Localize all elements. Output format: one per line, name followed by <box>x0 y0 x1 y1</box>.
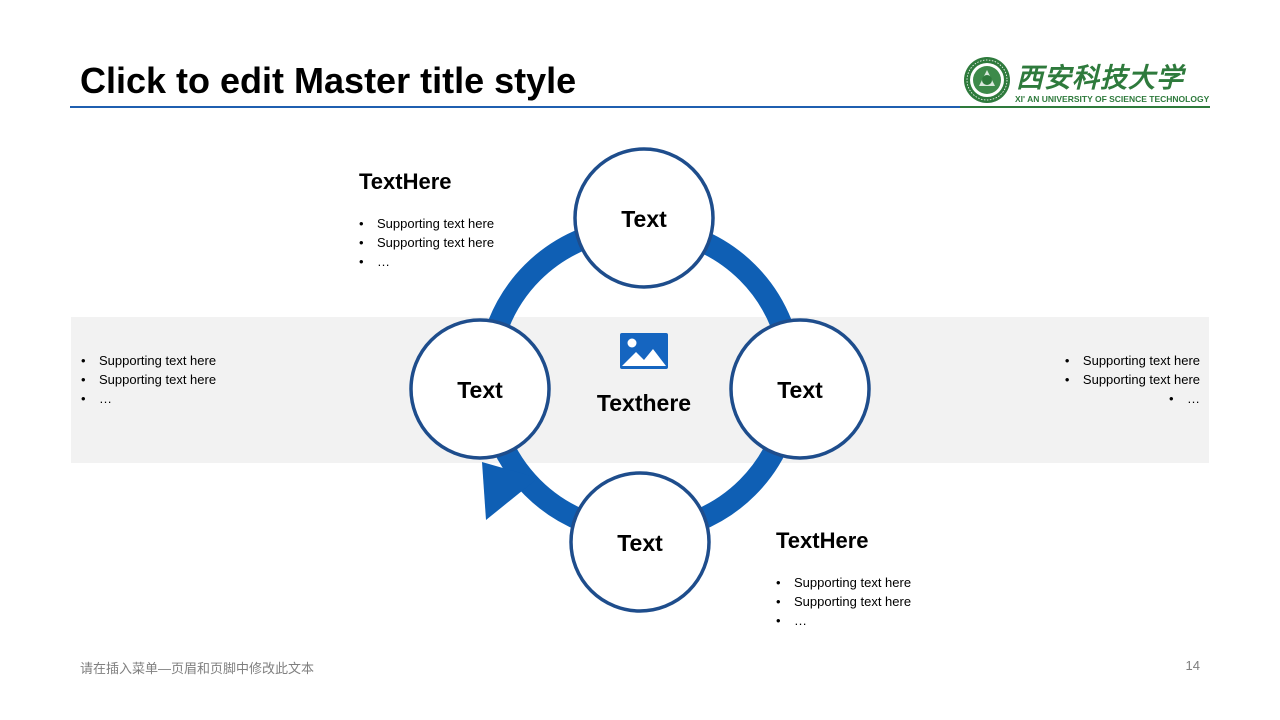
node-circle-left[interactable] <box>409 318 551 460</box>
callout-list-top-left: Supporting text here Supporting text her… <box>359 214 494 271</box>
logo-name-cn: 西安科技大学 <box>1016 63 1184 94</box>
list-item[interactable]: •Supporting text here <box>1064 353 1200 368</box>
list-item[interactable]: Supporting text here <box>776 592 911 611</box>
band-list-right: •Supporting text here •Supporting text h… <box>1040 351 1200 408</box>
node-label-left[interactable]: Text <box>457 377 503 403</box>
list-item[interactable]: … <box>359 252 494 271</box>
cycle-arrowhead <box>482 462 538 520</box>
list-item[interactable]: Supporting text here <box>359 214 494 233</box>
footer-text[interactable]: 请在插入菜单—页眉和页脚中修改此文本 <box>80 661 315 676</box>
node-label-top[interactable]: Text <box>621 206 667 232</box>
title-underline-accent <box>960 106 1210 108</box>
center-label[interactable]: Texthere <box>596 390 692 416</box>
node-circle-bottom[interactable] <box>569 471 711 613</box>
list-item[interactable]: •Supporting text here <box>1064 372 1200 387</box>
page-number: 14 <box>1185 658 1200 673</box>
university-logo: 西安科技大学 XI' AN UNIVERSITY OF SCIENCE TECH… <box>963 56 1213 108</box>
callout-list-bottom-right: Supporting text here Supporting text her… <box>776 573 911 630</box>
logo-name-en: XI' AN UNIVERSITY OF SCIENCE TECHNOLOGY <box>1015 94 1210 104</box>
list-item[interactable]: Supporting text here <box>359 233 494 252</box>
list-item[interactable]: •… <box>1169 391 1200 406</box>
list-item[interactable]: … <box>81 389 216 408</box>
node-circle-top[interactable] <box>573 147 715 289</box>
title-underline <box>70 106 1210 108</box>
list-item[interactable]: Supporting text here <box>81 351 216 370</box>
list-item[interactable]: Supporting text here <box>81 370 216 389</box>
node-label-bottom[interactable]: Text <box>617 530 663 556</box>
band-list-left: Supporting text here Supporting text her… <box>81 351 216 408</box>
node-circle-right[interactable] <box>729 318 871 460</box>
image-icon <box>620 333 668 369</box>
callout-heading-top-left[interactable]: TextHere <box>359 169 452 194</box>
slide-title[interactable]: Click to edit Master title style <box>80 60 577 101</box>
node-label-right[interactable]: Text <box>777 377 823 403</box>
list-item[interactable]: Supporting text here <box>776 573 911 592</box>
callout-heading-bottom-right[interactable]: TextHere <box>776 528 869 553</box>
university-seal-icon <box>964 57 1010 103</box>
list-item[interactable]: … <box>776 611 911 630</box>
